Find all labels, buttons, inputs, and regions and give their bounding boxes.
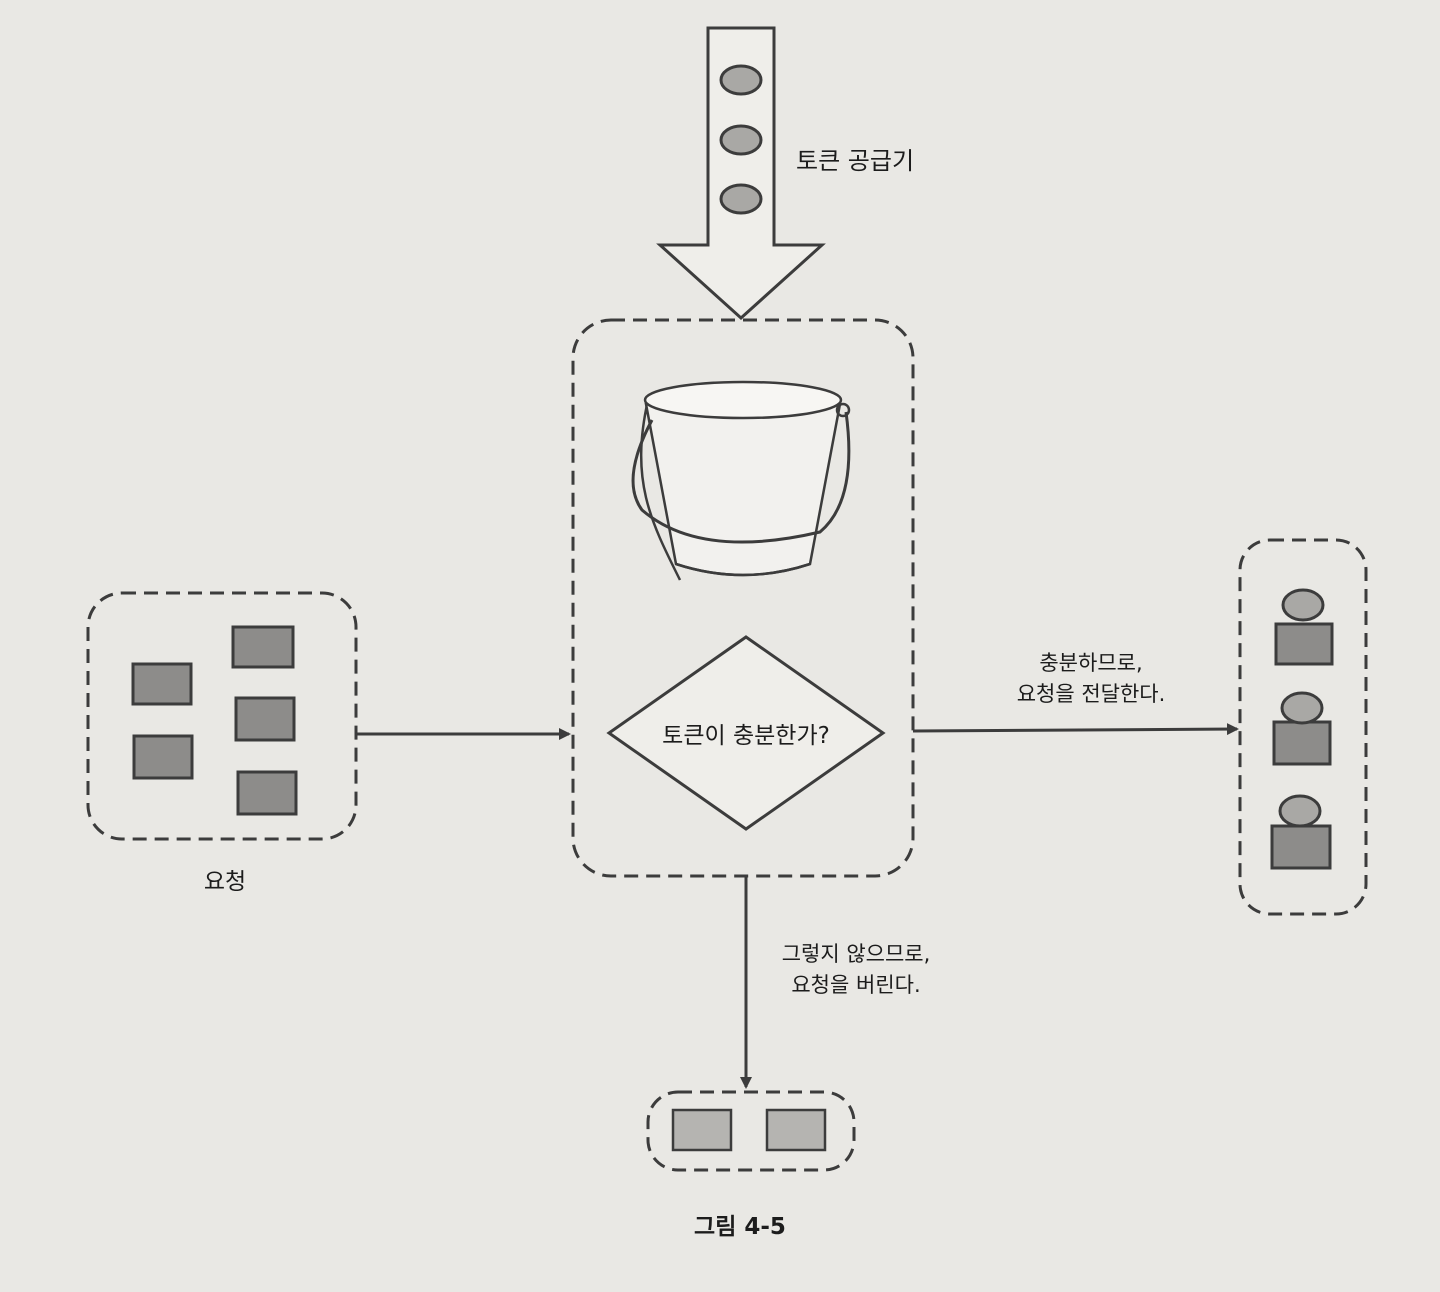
token-supplier-label: 토큰 공급기 [796, 147, 915, 175]
forwarded-container [1238, 538, 1368, 916]
forward-label: 충분하므로, 요청을 전달한다. [996, 648, 1186, 710]
request-icon [765, 1108, 827, 1152]
bucket-container [571, 318, 915, 878]
request-icon [131, 662, 193, 706]
request-icon [1274, 622, 1334, 666]
bucket-icon [631, 380, 851, 581]
drop-label-line1: 그렇지 않으므로, [781, 942, 931, 966]
requests-label: 요청 [203, 869, 247, 895]
token-icon [719, 183, 763, 215]
arrow-forward [912, 723, 1239, 736]
token-icon [1278, 794, 1322, 828]
drop-label-line2: 요청을 버린다. [791, 973, 921, 997]
forwarded-group [1238, 538, 1368, 916]
request-icon [1272, 720, 1332, 766]
token-icon [719, 124, 763, 156]
token-supplier-arrow [656, 26, 826, 321]
request-icon [671, 1108, 733, 1152]
token-icon [1280, 691, 1324, 725]
token-icon [1281, 588, 1325, 622]
request-icon [1270, 824, 1332, 870]
drop-label: 그렇지 않으므로, 요청을 버린다. [756, 939, 956, 1001]
requests-group [86, 591, 358, 841]
request-icon [234, 696, 296, 742]
token-icon [719, 64, 763, 96]
forward-label-line2: 요청을 전달한다. [1016, 682, 1166, 706]
request-icon [231, 625, 295, 669]
request-icon [132, 734, 194, 780]
decision-diamond [606, 635, 886, 831]
forward-label-line1: 충분하므로, [1039, 651, 1143, 675]
dropped-group [646, 1090, 856, 1172]
figure-caption: 그림 4-5 [694, 1214, 786, 1240]
requests-container [86, 591, 358, 841]
decision-label: 토큰이 충분한가? [662, 723, 830, 749]
request-icon [236, 770, 298, 816]
dropped-container [646, 1090, 856, 1172]
